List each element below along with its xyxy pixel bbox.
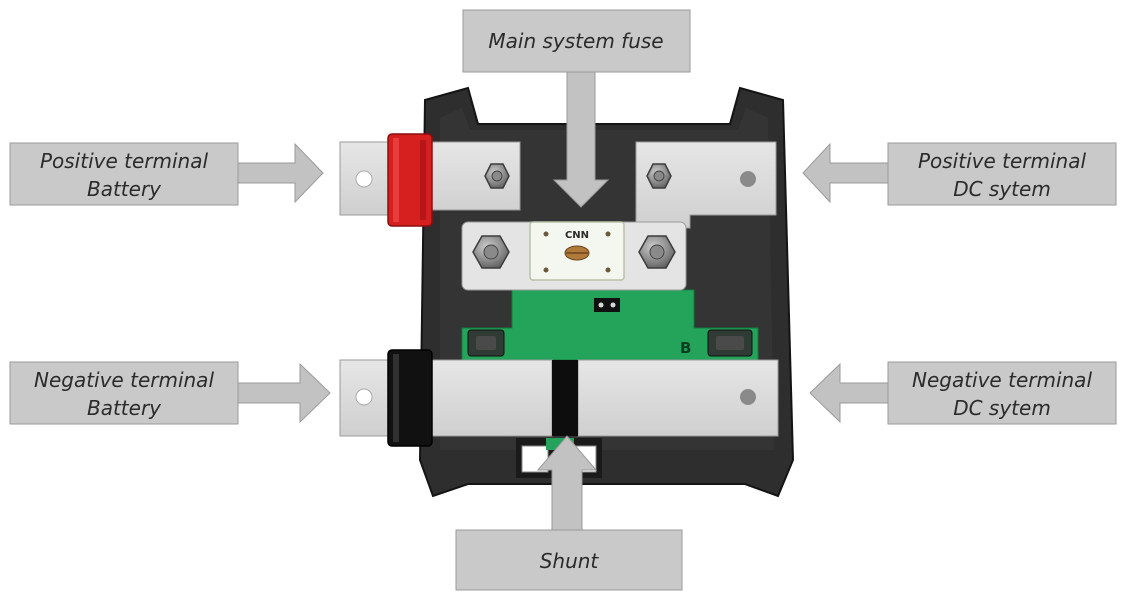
label-negative-dc-line2: DC sytem	[953, 396, 1051, 420]
positive-battery-arrow	[237, 142, 324, 204]
positive-dc-arrow	[802, 142, 889, 204]
label-positive-battery-line2: Battery	[87, 177, 162, 201]
main-fuse: CNN	[529, 221, 625, 281]
label-positive-battery-line1: Positive terminal	[40, 149, 209, 173]
negative-dc-arrow	[809, 362, 889, 424]
negative-dc-bolt-hole	[740, 389, 756, 405]
label-positive-dc-line2: DC sytem	[953, 177, 1051, 201]
callout-negative-dc: Negative terminal DC sytem	[887, 361, 1117, 425]
callout-shunt: Shunt	[455, 529, 683, 591]
positive-busbar-dc-system	[635, 141, 777, 229]
pcb-marking: B	[680, 339, 691, 357]
pcb-relay-left	[467, 329, 505, 357]
negative-busbar-battery	[339, 359, 553, 437]
label-negative-dc-line1: Negative terminal	[912, 368, 1092, 392]
negative-terminal-black-cap	[387, 349, 433, 447]
callout-negative-battery: Negative terminal Battery	[9, 361, 239, 425]
callout-positive-battery: Positive terminal Battery	[9, 142, 239, 206]
positive-battery-bolt-hole	[355, 170, 373, 188]
label-main-fuse: Main system fuse	[488, 29, 663, 53]
positive-terminal-red-cap	[387, 133, 433, 227]
callout-positive-dc: Positive terminal DC sytem	[887, 142, 1117, 206]
nut-fuse-left	[472, 235, 510, 269]
negative-battery-bolt-hole	[355, 388, 373, 406]
label-negative-battery-line2: Battery	[87, 396, 162, 420]
shunt-element	[552, 360, 578, 436]
positive-dc-bolt-hole	[740, 171, 756, 187]
nut-upper-right	[646, 163, 672, 189]
callout-main-fuse: Main system fuse	[462, 9, 691, 73]
pcb-connector	[594, 298, 620, 312]
label-shunt: Shunt	[540, 549, 600, 573]
pcb-board: B	[461, 289, 759, 361]
nut-fuse-right	[638, 235, 676, 269]
shunt-arrow	[536, 435, 598, 531]
label-negative-battery-line1: Negative terminal	[34, 368, 214, 392]
main-fuse-arrow	[552, 69, 610, 208]
nut-upper-left	[484, 163, 510, 189]
pcb-relay-right	[707, 329, 753, 357]
negative-busbar-dc-system	[577, 359, 779, 437]
label-positive-dc-line1: Positive terminal	[918, 149, 1087, 173]
negative-battery-arrow	[237, 362, 331, 424]
fuse-marking: CNN	[565, 230, 589, 241]
